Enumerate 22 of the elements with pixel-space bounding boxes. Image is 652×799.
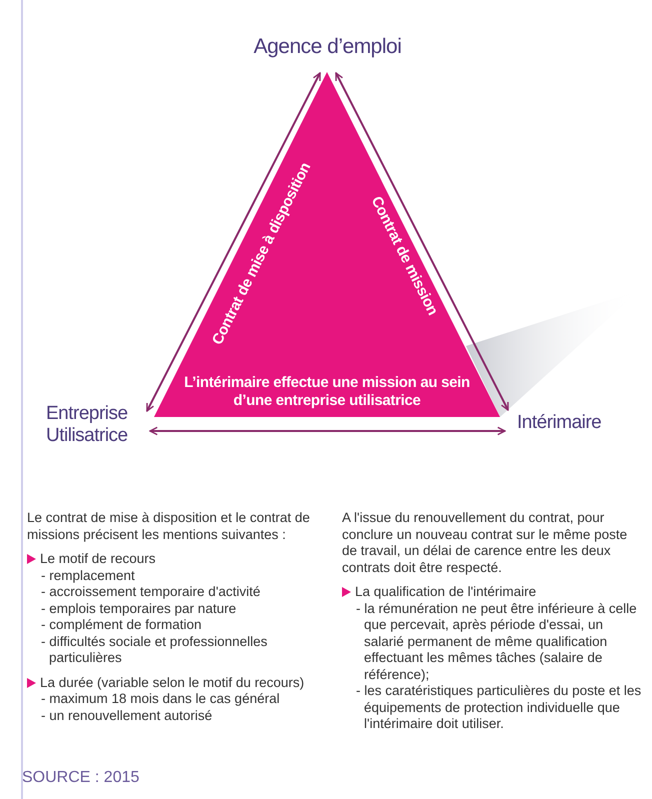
party-label: Intérimaire [517,411,617,435]
list-heading: La durée (variable selon le motif du recours) [40,674,304,691]
list-item: - difficultés sociale et professionnelles particulières [40,634,268,666]
party-label: Agence d’emploi [240,34,415,60]
source-note: SOURCE : 2015 [22,768,140,788]
list-item: - emplois temporaires par nature [40,600,238,617]
list-heading: Le motif de recours [40,551,156,568]
triangle-text: L’intérimaire effectue une mission au sein d’une entreprise utilisatrice [183,374,471,410]
list-item: - maximum 18 mois dans le cas général [40,691,281,708]
double-arrow [149,426,506,436]
list-item: - un renouvellement autorisé [40,708,214,724]
list-item: - la rémunération ne peut être inférieure à celle que percevait, après période d'essai, un salarié permanent de même qualification effectuant les mêmes tâches (salaire de référence); [355,600,638,683]
list-item: - remplacement [40,568,136,584]
double-arrow [146,72,321,412]
party-label: Entreprise Utilisatrice [46,403,146,447]
list-item: - accroissement temporaire d'activité [40,584,262,600]
list-item: - les caratéristiques particulières du poste et les équipements de protection individuelle que l'intérimaire doit utiliser. [355,683,642,732]
paragraph: Le contrat de mise à disposition et le contrat de missions précisent les mentions suivantes : [27,510,311,543]
list-heading: La qualification de l'intérimaire [355,584,536,600]
list-item: - complément de formation [40,617,203,634]
double-arrow [335,72,509,411]
paragraph: A l'issue du renouvellement du contrat, pour conclure un nouveau contrat sur le même poste de travail, un délai de carence entre les deux contrats doit être respecté. [342,510,628,576]
